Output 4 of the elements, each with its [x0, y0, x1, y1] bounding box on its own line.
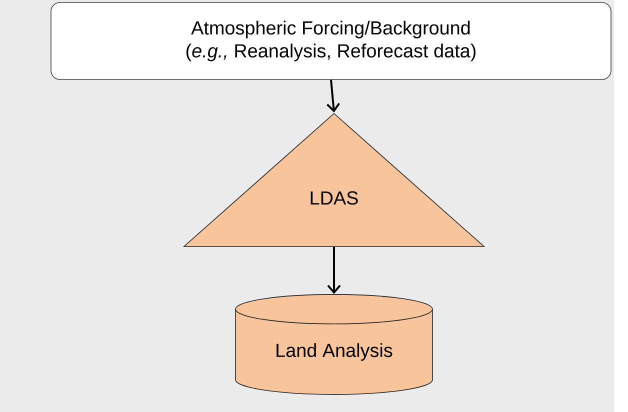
arrow — [327, 246, 341, 294]
database-cylinder: Land Analysis — [235, 294, 433, 395]
arrow — [326, 80, 340, 112]
source-box: Atmospheric Forcing/Background (e.g., Reanalysis, Reforecast data) — [50, 2, 612, 80]
